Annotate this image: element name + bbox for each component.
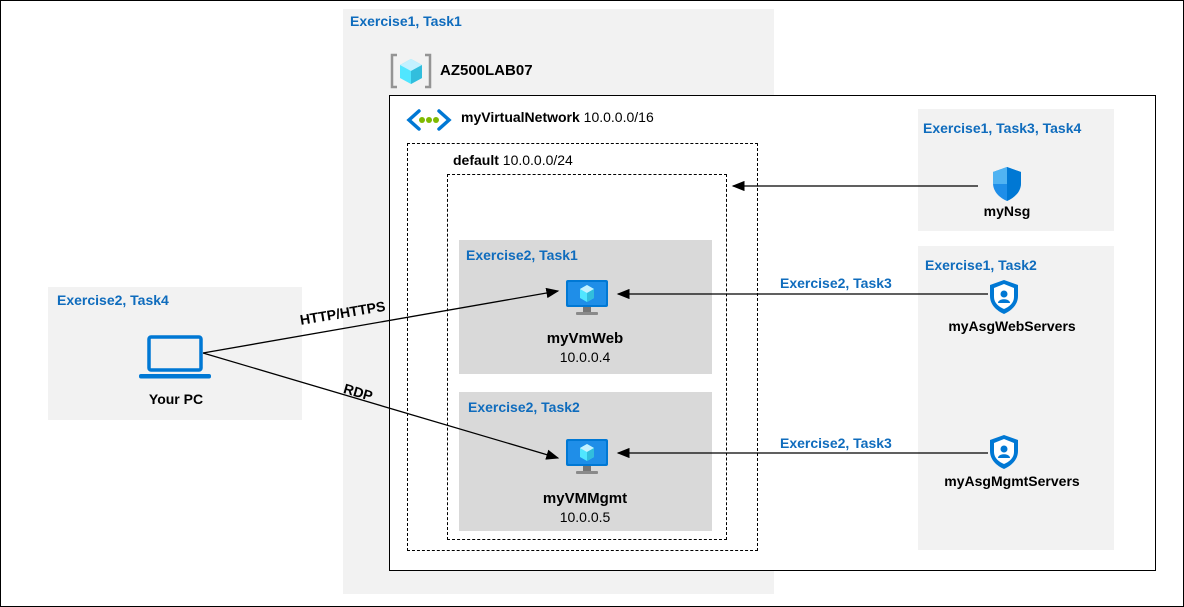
http-arrow (202, 287, 560, 354)
exercise1-task2-label: Exercise1, Task2 (925, 257, 1037, 273)
vm-web-name: myVmWeb (546, 330, 624, 347)
pc-panel (48, 287, 302, 420)
application-security-group-icon (988, 434, 1020, 470)
application-security-group-icon (988, 279, 1020, 315)
vm-mgmt-ip: 10.0.0.5 (559, 509, 611, 525)
resource-group-name: AZ500LAB07 (440, 62, 533, 79)
laptop-icon (137, 333, 213, 383)
asg-web-name: myAsgWebServers (948, 318, 1076, 334)
virtual-machine-icon (563, 278, 611, 318)
subnet-cidr: 10.0.0.0/24 (502, 152, 573, 168)
subnet-box (447, 174, 727, 540)
subnet-name: default (453, 152, 499, 168)
vm-web-ip: 10.0.0.4 (559, 349, 611, 365)
pc-name: Your PC (148, 391, 204, 407)
virtual-network-icon (405, 108, 453, 132)
vnet-cidr: 10.0.0.0/16 (583, 109, 654, 125)
exercise2-task4-label: Exercise2, Task4 (57, 292, 169, 308)
exercise1-task1-label: Exercise1, Task1 (350, 13, 462, 29)
vnet-dashed-border (407, 143, 758, 551)
subnet-label: default 10.0.0.0/24 (453, 152, 573, 168)
nsg-panel (918, 109, 1114, 231)
asg-mgmt-name: myAsgMgmtServers (944, 473, 1080, 489)
resource-group-icon (389, 53, 433, 89)
virtual-machine-icon (563, 437, 611, 477)
exercise1-task3-task4-label: Exercise1, Task3, Task4 (923, 120, 1082, 136)
exercise2-task2-label: Exercise2, Task2 (468, 399, 580, 415)
exercise2-task3-web-label: Exercise2, Task3 (780, 275, 892, 291)
vm-mgmt-name: myVMMgmt (542, 490, 628, 507)
exercise2-task3-mgmt-label: Exercise2, Task3 (780, 435, 892, 451)
nsg-name: myNsg (983, 203, 1031, 219)
vnet-label: myVirtualNetwork 10.0.0.0/16 (461, 109, 654, 125)
exercise2-task1-label: Exercise2, Task1 (466, 247, 578, 263)
rdp-arrow (202, 352, 560, 460)
vnet-name: myVirtualNetwork (461, 109, 580, 125)
shield-icon (991, 166, 1023, 202)
